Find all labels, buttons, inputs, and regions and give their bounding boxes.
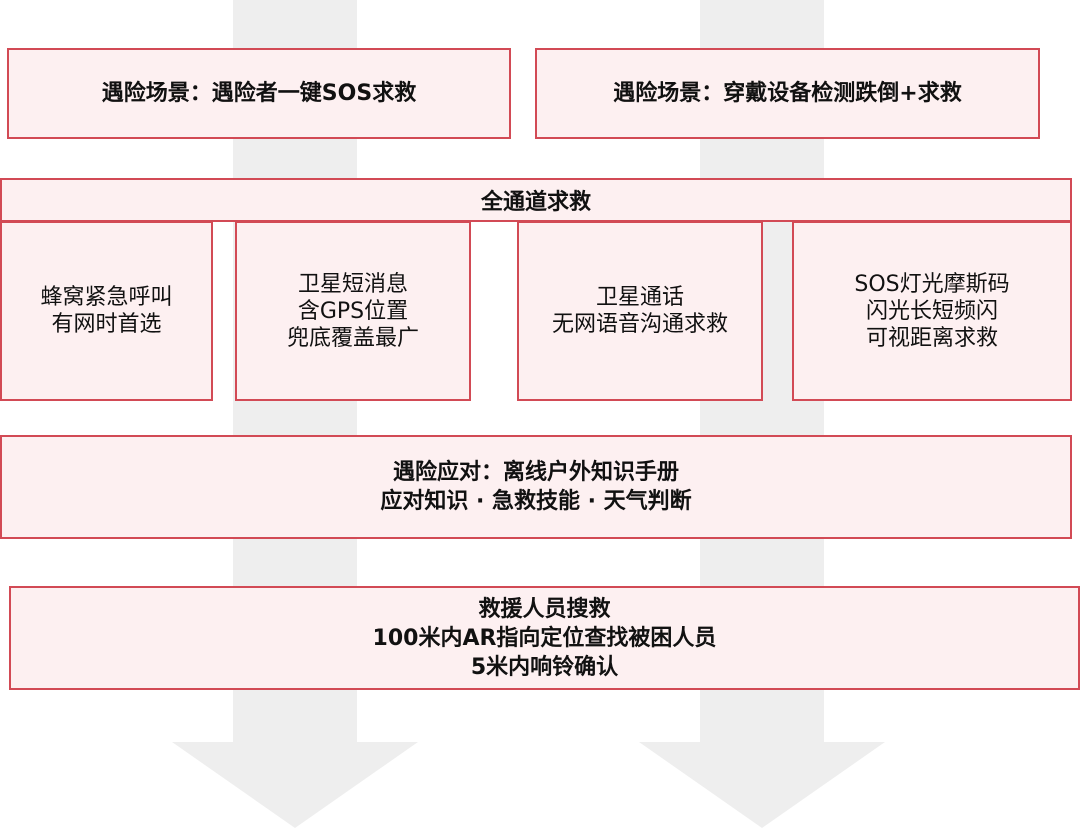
- channel-text: 有网时首选: [51, 312, 162, 337]
- channel-text: 兜底覆盖最广: [286, 325, 419, 351]
- channel-text: 含GPS位置: [297, 298, 409, 324]
- scenario-sos-label: 遇险场景：遇险者一键SOS求救: [101, 81, 417, 106]
- channel-satellite-message: 卫星短消息 含GPS位置 兜底覆盖最广: [235, 221, 471, 401]
- response-topics: 应对知识 · 急救技能 · 天气判断: [380, 489, 692, 514]
- channel-text: 无网语音沟通求救: [551, 312, 728, 337]
- response-box: 遇险应对：离线户外知识手册 应对知识 · 急救技能 · 天气判断: [0, 435, 1072, 539]
- channel-cellular: 蜂窝紧急呼叫 有网时首选: [0, 221, 213, 401]
- all-channel-header: 全通道求救: [0, 178, 1072, 222]
- channel-text: 可视距离求救: [865, 325, 998, 351]
- scenario-fall-label: 遇险场景：穿戴设备检测跌倒+求救: [613, 81, 962, 106]
- response-title: 遇险应对：离线户外知识手册: [392, 460, 679, 485]
- rescue-box: 救援人员搜救 100米内AR指向定位查找被困人员 5米内响铃确认: [9, 586, 1080, 690]
- scenario-box-fall-detection: 遇险场景：穿戴设备检测跌倒+求救: [535, 48, 1040, 139]
- rescue-title: 救援人员搜救: [478, 596, 611, 622]
- channel-text: 卫星短消息: [297, 271, 408, 297]
- channel-sos-light: SOS灯光摩斯码 闪光长短频闪 可视距离求救: [792, 221, 1072, 401]
- all-channel-title: 全通道求救: [480, 190, 591, 215]
- channel-text: SOS灯光摩斯码: [854, 271, 1010, 297]
- channel-text: 蜂窝紧急呼叫: [40, 285, 173, 310]
- channel-text: 卫星通话: [595, 285, 684, 310]
- scenario-box-sos: 遇险场景：遇险者一键SOS求救: [7, 48, 511, 139]
- channel-satellite-call: 卫星通话 无网语音沟通求救: [517, 221, 763, 401]
- rescue-ar-locate: 100米内AR指向定位查找被困人员: [372, 625, 717, 651]
- rescue-ring-confirm: 5米内响铃确认: [470, 654, 619, 680]
- channel-text: 闪光长短频闪: [865, 298, 998, 324]
